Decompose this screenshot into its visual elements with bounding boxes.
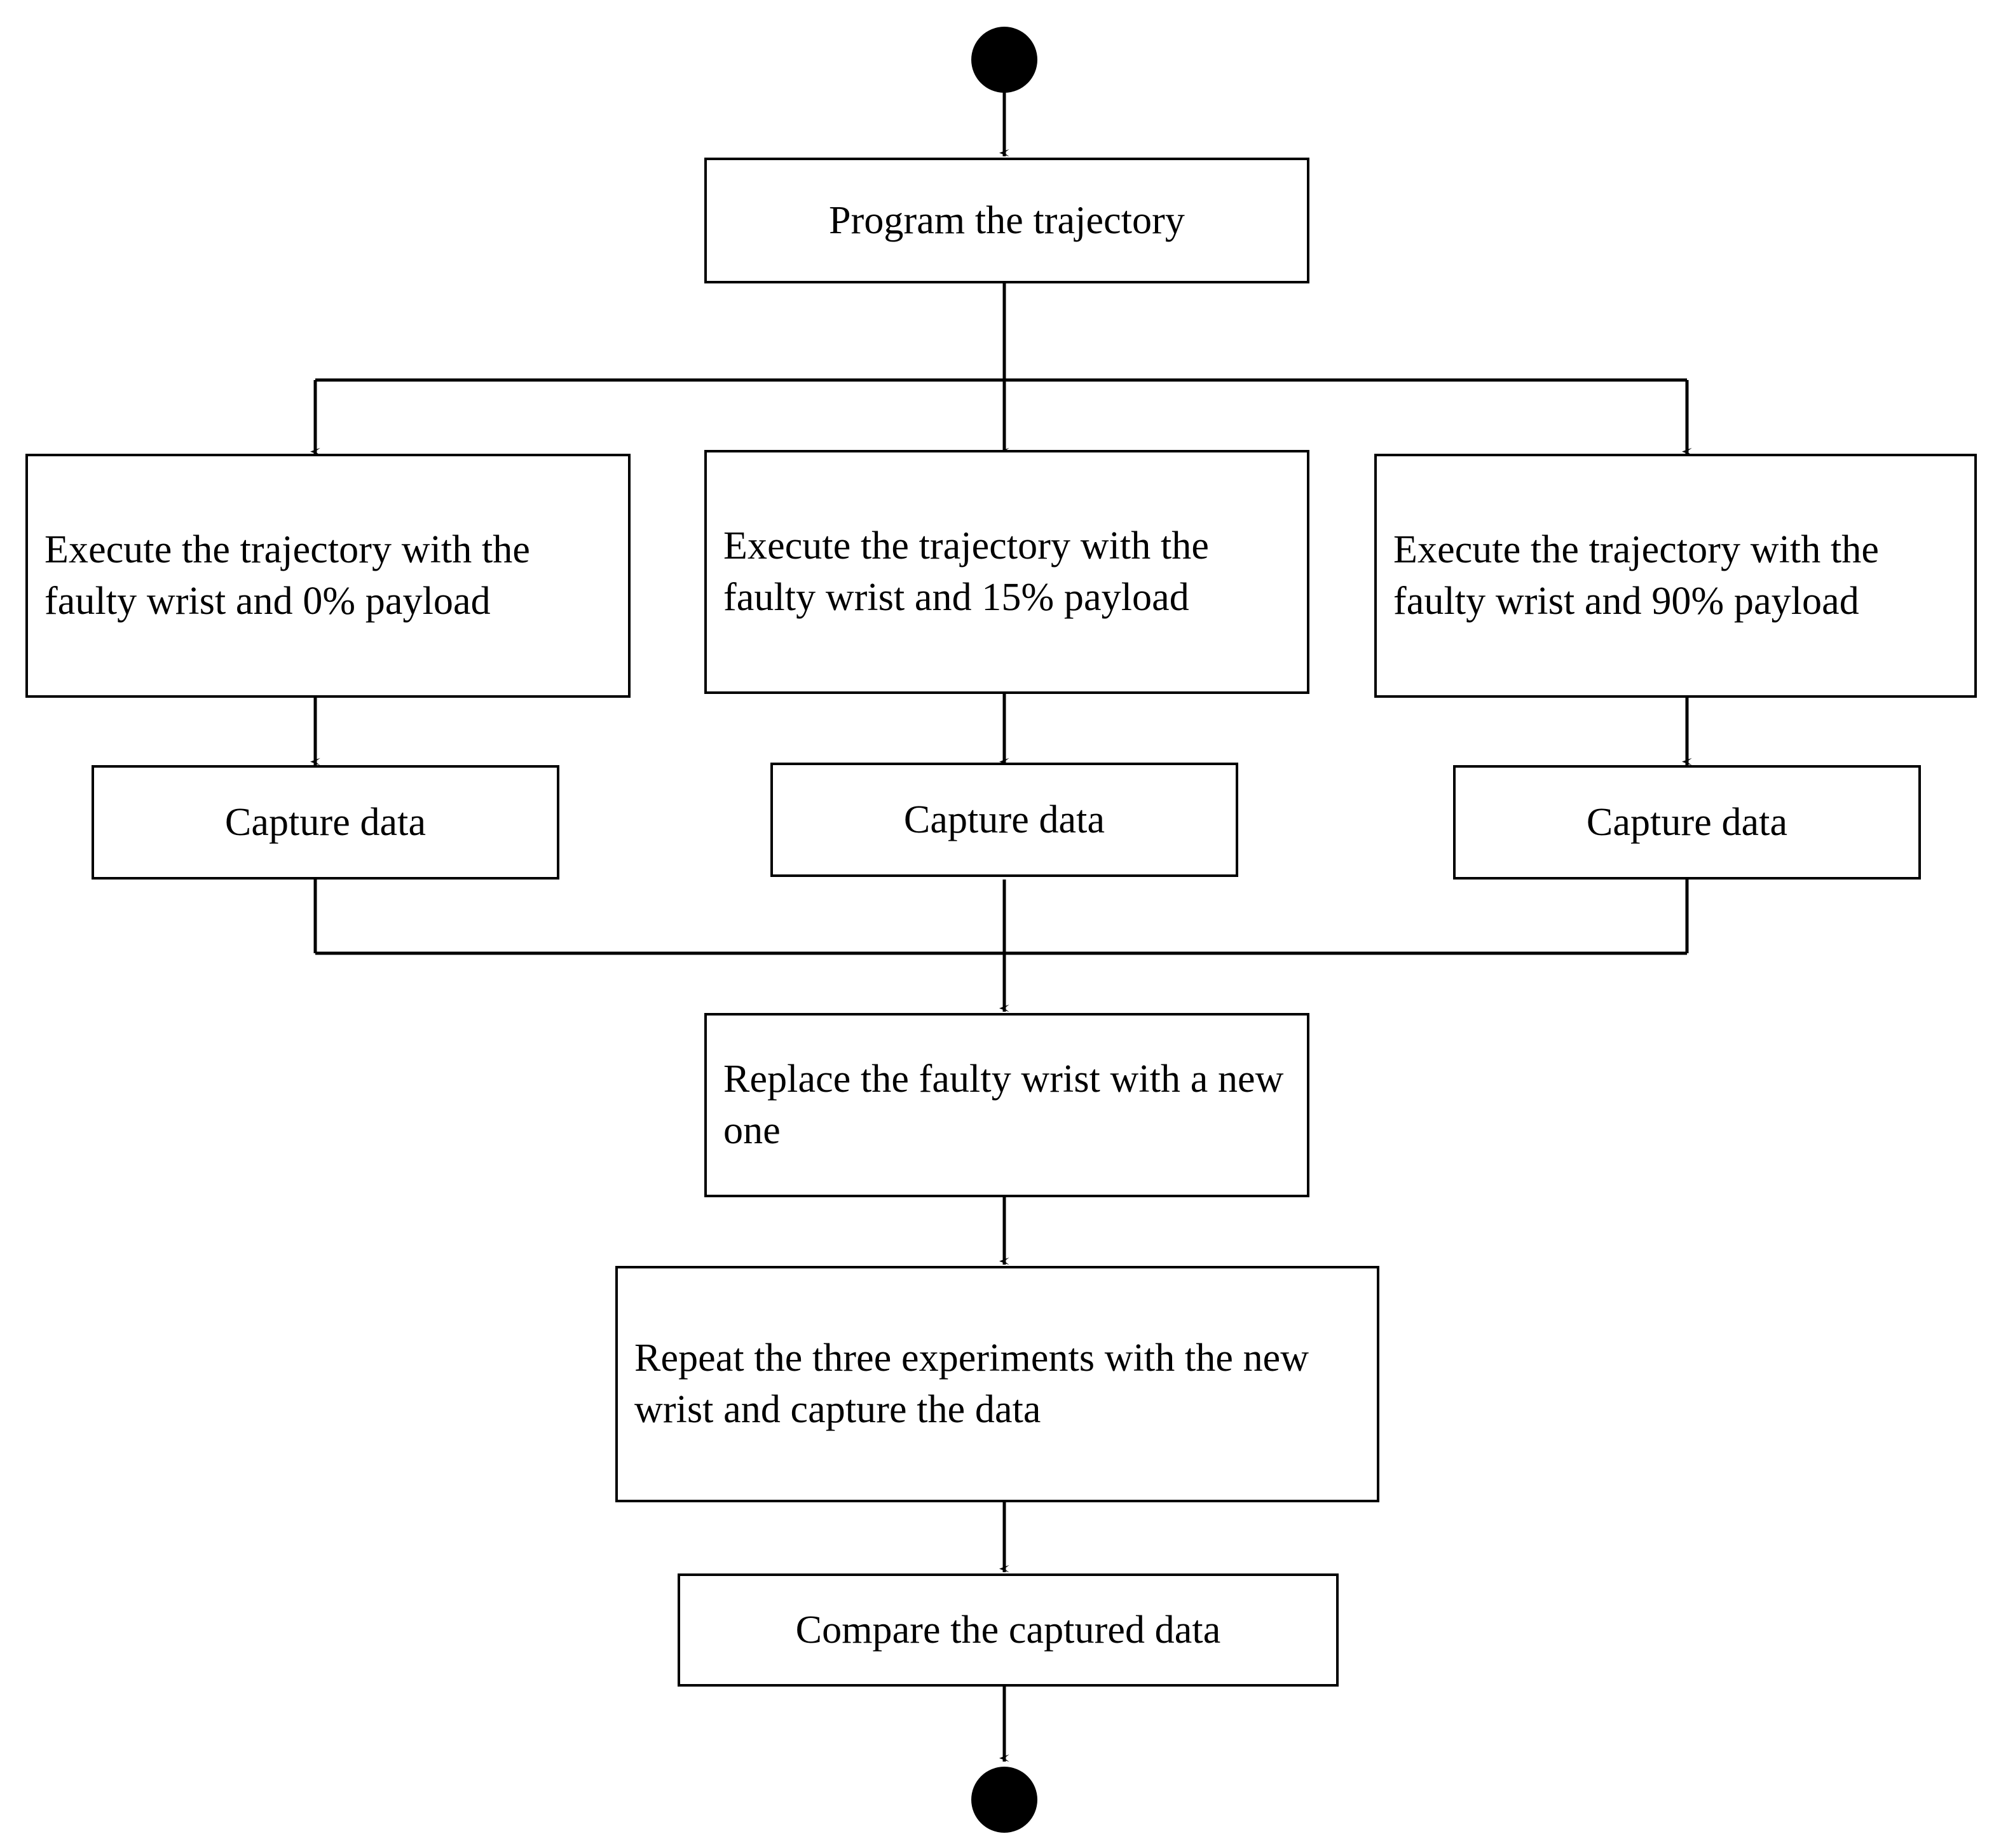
node-program-the-trajectory[interactable]: Program the trajectory: [704, 158, 1309, 283]
node-execute-trajectory-90-payload[interactable]: Execute the trajectory with the faulty w…: [1374, 454, 1977, 698]
node-label-capture-right: Capture data: [1586, 800, 1788, 844]
node-label-compare: Compare the captured data: [795, 1608, 1221, 1652]
end-node: [971, 1767, 1037, 1833]
node-label-capture-left: Capture data: [224, 800, 427, 844]
node-capture-data-left[interactable]: Capture data: [92, 765, 559, 880]
node-label-execute-90: Execute the trajectory with the faulty w…: [1393, 528, 1879, 623]
node-repeat-three-experiments[interactable]: Repeat the three experiments with the ne…: [615, 1266, 1379, 1502]
node-label-capture-middle: Capture data: [903, 798, 1105, 841]
node-execute-trajectory-0-payload[interactable]: Execute the trajectory with the faulty w…: [25, 454, 631, 698]
node-capture-data-right[interactable]: Capture data: [1453, 765, 1921, 880]
node-label-program: Program the trajectory: [829, 198, 1185, 242]
node-replace-faulty-wrist[interactable]: Replace the faulty wrist with a new one: [704, 1013, 1309, 1197]
node-label-repeat: Repeat the three experiments with the ne…: [634, 1336, 1309, 1431]
node-compare-captured-data[interactable]: Compare the captured data: [678, 1573, 1339, 1687]
node-label-execute-15: Execute the trajectory with the faulty w…: [723, 524, 1209, 619]
node-capture-data-middle[interactable]: Capture data: [770, 763, 1238, 877]
node-label-replace: Replace the faulty wrist with a new one: [723, 1057, 1284, 1152]
node-execute-trajectory-15-payload[interactable]: Execute the trajectory with the faulty w…: [704, 450, 1309, 694]
start-node: [971, 27, 1037, 93]
node-label-execute-0: Execute the trajectory with the faulty w…: [44, 528, 530, 623]
